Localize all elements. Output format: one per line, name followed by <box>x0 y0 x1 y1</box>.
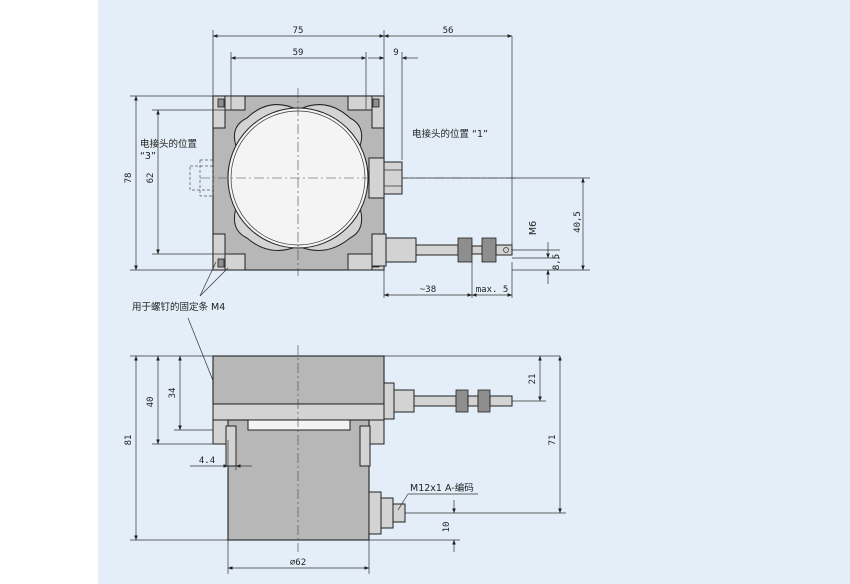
flange-band <box>212 403 385 421</box>
dim-height-78: 78 <box>124 173 134 184</box>
dim-length-38: ~38 <box>420 285 436 295</box>
dim-height-62: 62 <box>146 173 156 184</box>
dim-width-9: 9 <box>393 48 398 58</box>
dim-gap-4-4: 4.4 <box>199 456 215 466</box>
housing-side <box>212 355 385 405</box>
label-connector-pos3-line2: “3” <box>140 151 156 162</box>
dim-height-40-5: 40,5 <box>573 211 583 233</box>
label-connector-pos1: 电接头的位置 “1” <box>412 128 488 140</box>
dim-height-8-5: 8,5 <box>552 254 562 270</box>
dim-width-56: 56 <box>443 26 454 36</box>
drum-body <box>227 419 370 541</box>
dim-height-40: 40 <box>146 397 156 408</box>
label-clamp-screws: 用于螺钉的固定条 M4 <box>132 301 225 313</box>
label-m6: M6 <box>528 221 539 235</box>
dim-height-71: 71 <box>548 435 558 446</box>
top-view: 75 59 56 9 78 62 40,5 M6 <box>124 26 590 429</box>
label-connector-pos3-line1: 电接头的位置 <box>140 138 197 150</box>
side-view: 81 40 34 4.4 ∅62 21 71 10 <box>124 345 566 574</box>
dim-height-81: 81 <box>124 435 134 446</box>
m12-connector <box>368 491 406 535</box>
dim-width-59: 59 <box>293 48 304 58</box>
dim-height-21: 21 <box>528 374 538 385</box>
dim-diameter-62: ∅62 <box>290 558 306 568</box>
connector-1 <box>368 157 403 199</box>
side-cable-outlet <box>383 382 513 420</box>
cable-outlet <box>371 233 513 267</box>
dim-height-10: 10 <box>442 522 452 533</box>
label-m12-connector: M12x1 A-编码 <box>410 482 474 494</box>
dim-max-5: max. 5 <box>476 285 509 295</box>
connector-3-hidden <box>189 159 214 197</box>
dim-height-34: 34 <box>168 388 178 399</box>
dim-width-75: 75 <box>293 26 304 36</box>
